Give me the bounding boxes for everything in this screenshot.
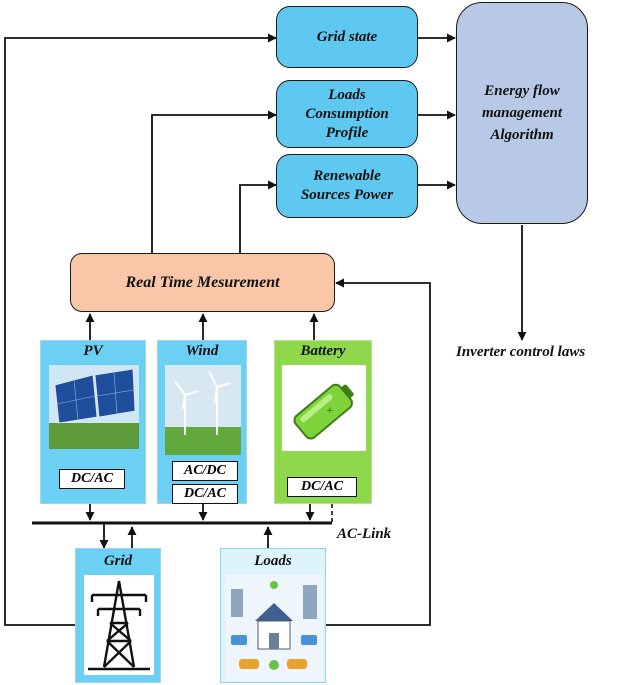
wind-converter-2: DC/AC <box>172 484 238 504</box>
loads-profile-label: Loads Consumption Profile <box>305 86 389 141</box>
solar-panel-icon <box>49 365 139 449</box>
renewable-power-label: Renewable Sources Power <box>300 168 394 203</box>
power-tower-icon <box>84 575 154 675</box>
ac-link-label: AC-Link <box>337 526 392 542</box>
grid-title: Grid <box>103 553 133 569</box>
grid-panel: Grid <box>75 548 161 683</box>
measurement-box: Real Time Mesurement <box>70 253 335 312</box>
algorithm-label: Energy flow management Algorithm <box>481 83 562 143</box>
wind-turbine-icon <box>165 365 241 455</box>
algorithm-box: Energy flow management Algorithm <box>456 2 588 224</box>
battery-converter-label: DC/AC <box>300 479 343 494</box>
loads-profile-box: Loads Consumption Profile <box>276 80 418 148</box>
wind-panel: Wind AC/DC DC/AC <box>157 340 247 504</box>
battery-icon: + <box>282 365 366 451</box>
grid-state-box: Grid state <box>276 6 418 68</box>
smart-home-icon <box>225 575 323 681</box>
loads-title: Loads <box>254 553 292 569</box>
pv-title: PV <box>83 343 103 359</box>
measurement-label: Real Time Mesurement <box>125 273 280 291</box>
pv-panel: PV DC/AC <box>40 340 146 504</box>
renewable-power-box: Renewable Sources Power <box>276 154 418 218</box>
wind-title: Wind <box>185 343 219 359</box>
wind-converter-1: AC/DC <box>172 461 238 481</box>
grid-feedback-line <box>4 33 277 626</box>
battery-panel: Battery + DC/AC <box>274 340 372 504</box>
wind-converter-2-label: DC/AC <box>183 486 226 501</box>
loads-panel: Loads <box>220 548 326 683</box>
battery-converter: DC/AC <box>287 477 357 497</box>
battery-title: Battery <box>300 343 346 359</box>
pv-converter: DC/AC <box>59 469 125 489</box>
measurement-to-renewable <box>239 180 277 253</box>
svg-text:+: + <box>326 406 334 416</box>
measurement-to-loads-profile <box>151 110 277 253</box>
grid-state-label: Grid state <box>316 28 378 45</box>
wind-converter-1-label: AC/DC <box>183 463 226 478</box>
loads-feedback-line <box>326 278 431 626</box>
output-label: Inverter control laws <box>456 344 586 360</box>
pv-converter-label: DC/AC <box>70 471 113 486</box>
